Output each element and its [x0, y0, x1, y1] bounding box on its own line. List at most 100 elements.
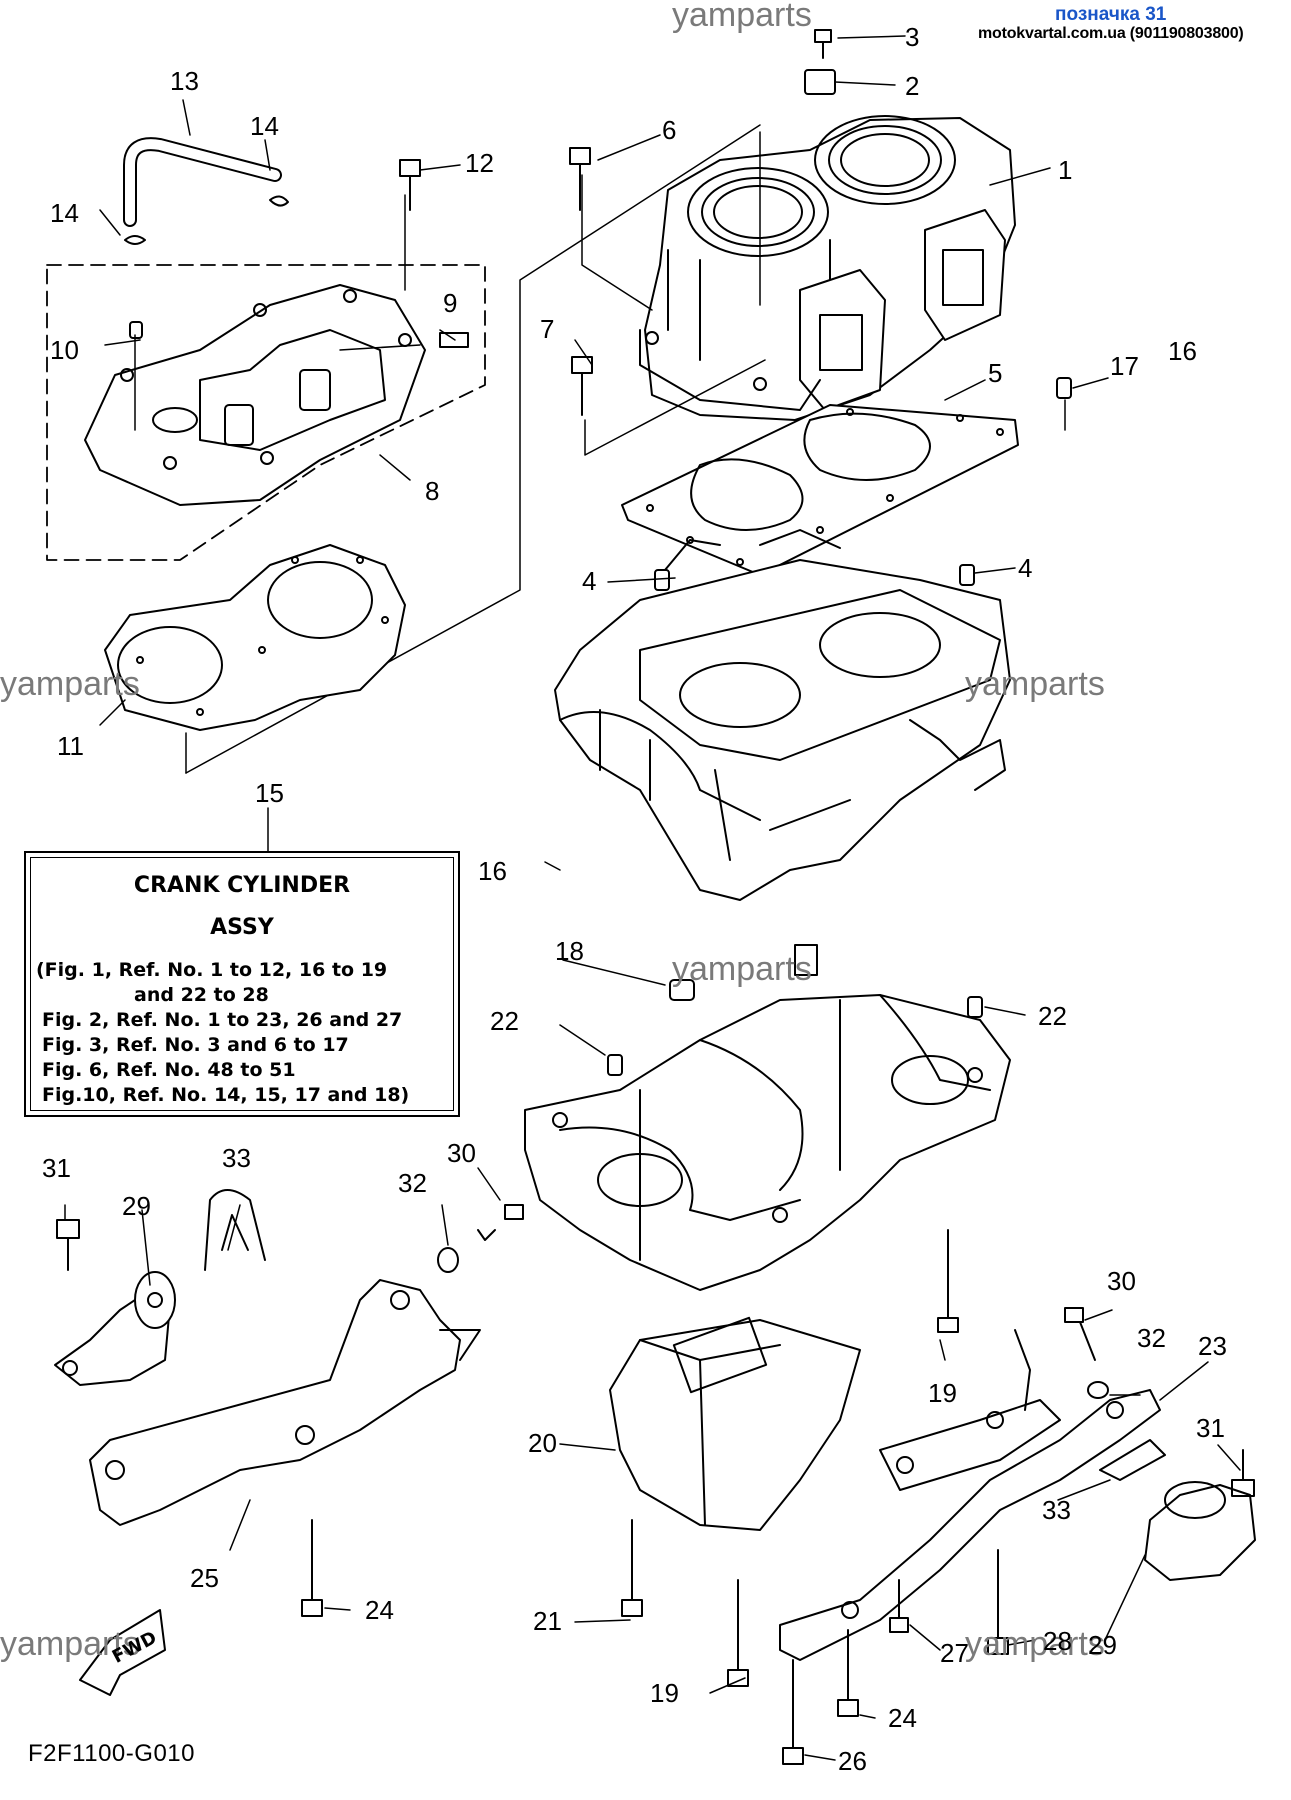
legend-line: Fig. 3, Ref. No. 3 and 6 to 17	[42, 1034, 349, 1056]
legend-line: Fig. 6, Ref. No. 48 to 51	[42, 1059, 296, 1081]
watermark: yamparts	[965, 665, 1105, 703]
dowel-18	[669, 979, 695, 1001]
rubber-mount-left	[54, 1271, 176, 1386]
intake-block	[609, 1316, 861, 1531]
callout-27: 27	[940, 1638, 969, 1668]
watermark: yamparts	[0, 665, 140, 703]
callout-21: 21	[533, 1606, 562, 1636]
dowel-4b	[959, 564, 975, 586]
bolt-21	[621, 1519, 643, 1617]
legend-line: and 22 to 28	[134, 984, 269, 1006]
callout-32a: 32	[398, 1168, 427, 1198]
callout-6: 6	[662, 115, 677, 145]
callout-7: 7	[540, 314, 555, 344]
legend-line: (Fig. 1, Ref. No. 1 to 12, 16 to 19	[36, 959, 388, 981]
bolt-31b	[1231, 1449, 1255, 1497]
callout-24a: 24	[365, 1595, 394, 1625]
callout-20: 20	[528, 1428, 557, 1458]
crankcase-upper	[554, 529, 1011, 976]
callout-28: 28	[1043, 1626, 1072, 1656]
clamp-2	[804, 69, 836, 95]
washer-32a	[437, 1247, 459, 1273]
stopper-left	[204, 1189, 266, 1271]
site-caption: motokvartal.com.ua (901190803800)	[978, 25, 1244, 42]
legend-box: CRANK CYLINDER ASSY (Fig. 1, Ref. No. 1 …	[24, 851, 460, 1117]
crankcase-lower	[524, 994, 1011, 1291]
bolt-30b	[1064, 1307, 1096, 1361]
watermark: yamparts	[672, 950, 812, 988]
hose-part	[123, 137, 289, 245]
bolt-31a	[56, 1219, 80, 1271]
fitting-9	[439, 332, 469, 348]
callout-8: 8	[425, 476, 440, 506]
callout-29b: 29	[1088, 1630, 1117, 1660]
bolt-24b	[837, 1629, 859, 1717]
page-label: позначка 31	[1055, 4, 1167, 25]
bolt-28	[987, 1549, 1009, 1655]
rubber-mount-right	[1144, 1481, 1256, 1581]
mount-bracket-left	[89, 1279, 481, 1526]
dowel-22a	[607, 1054, 623, 1076]
callout-16a: 16	[1168, 336, 1197, 366]
bolt-26	[782, 1659, 804, 1765]
bolt-30a	[477, 1204, 524, 1241]
dowel-10	[129, 321, 143, 339]
stopper-right	[1099, 1439, 1166, 1481]
callout-14a: 14	[250, 111, 279, 141]
fasteners	[56, 29, 1255, 1765]
callout-33b: 33	[1042, 1495, 1071, 1525]
callout-11: 11	[57, 731, 84, 761]
callout-17: 17	[1110, 351, 1139, 381]
dowel-22b	[967, 996, 983, 1018]
fwd-arrow-icon	[79, 1609, 166, 1696]
bolt-7	[571, 356, 593, 416]
callout-4a: 4	[582, 566, 597, 596]
callout-15: 15	[255, 778, 284, 808]
callout-31a: 31	[42, 1153, 71, 1183]
watermark: yamparts	[965, 1625, 1105, 1663]
callout-26: 26	[838, 1746, 867, 1776]
bolt-6	[569, 147, 591, 211]
callout-10: 10	[50, 335, 79, 365]
callout-16b: 16	[478, 856, 507, 886]
callout-3: 3	[905, 22, 920, 52]
bolt-19a	[937, 1229, 959, 1333]
callout-18: 18	[555, 936, 584, 966]
callout-23: 23	[1198, 1331, 1227, 1361]
bolt-27	[889, 1579, 909, 1633]
watermark: yamparts	[672, 0, 812, 34]
callout-32b: 32	[1137, 1323, 1166, 1353]
dowel-17	[1056, 377, 1072, 399]
washer-32b	[1087, 1381, 1109, 1399]
leader-lines	[64, 35, 1241, 1761]
legend-line: Fig. 2, Ref. No. 1 to 23, 26 and 27	[42, 1009, 403, 1031]
callout-14b: 14	[50, 198, 79, 228]
callout-29a: 29	[122, 1191, 151, 1221]
bolt-12	[399, 159, 421, 211]
bolt-24a	[301, 1519, 323, 1617]
legend-subtitle: ASSY	[210, 915, 274, 940]
cylinder-part	[639, 115, 1016, 421]
callout-5: 5	[988, 358, 1003, 388]
head-cover-assembly	[46, 194, 486, 561]
callout-19a: 19	[928, 1378, 957, 1408]
callout-24b: 24	[888, 1703, 917, 1733]
callout-22b: 22	[1038, 1001, 1067, 1031]
callout-1: 1	[1058, 155, 1073, 185]
legend-line: Fig.10, Ref. No. 14, 15, 17 and 18)	[42, 1084, 410, 1106]
callout-31b: 31	[1196, 1413, 1225, 1443]
figure-code: F2F1100-G010	[28, 1740, 195, 1767]
mount-bracket-right	[779, 1329, 1161, 1661]
callout-25: 25	[190, 1563, 219, 1593]
callout-22a: 22	[490, 1006, 519, 1036]
callout-33a: 33	[222, 1143, 251, 1173]
callout-19b: 19	[650, 1678, 679, 1708]
callout-12: 12	[465, 148, 494, 178]
watermark: yamparts	[0, 1625, 140, 1663]
callout-4b: 4	[1018, 553, 1033, 583]
dowel-4a	[654, 569, 670, 591]
head-gasket	[104, 544, 406, 731]
legend-frame	[30, 857, 454, 1111]
bolt-3	[814, 29, 832, 59]
callout-2: 2	[905, 71, 920, 101]
